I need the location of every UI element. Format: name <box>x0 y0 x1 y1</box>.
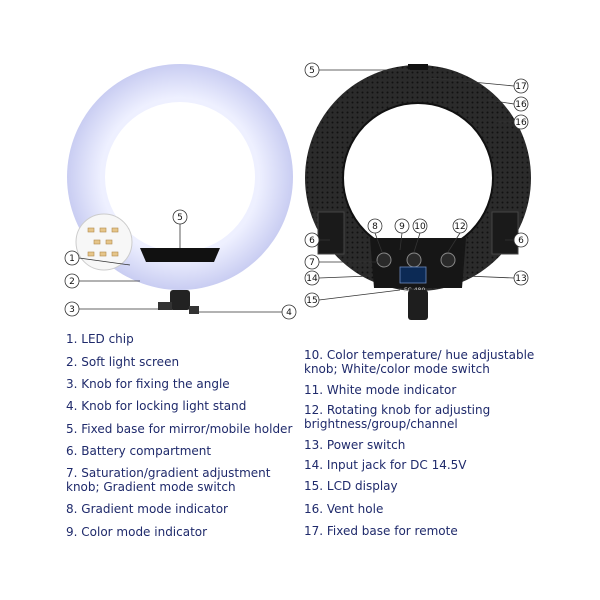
legend-item-1: 1. LED chip <box>66 332 134 346</box>
legend-right: 10. Color temperature/ hue adjustable kn… <box>304 348 536 548</box>
svg-text:13: 13 <box>515 274 526 284</box>
back-stand-mount <box>408 290 428 320</box>
callout-2: 2 <box>64 273 80 289</box>
front-ring-light <box>67 64 293 314</box>
svg-text:8: 8 <box>372 222 378 232</box>
svg-text:3: 3 <box>69 305 75 315</box>
svg-text:16: 16 <box>515 100 527 110</box>
svg-text:2: 2 <box>69 277 75 287</box>
svg-text:4: 4 <box>286 308 292 318</box>
battery-compartment-left <box>317 211 345 255</box>
mirror-mount-base <box>140 248 220 262</box>
legend-item-10: 10. Color temperature/ hue adjustable kn… <box>304 348 535 376</box>
legend-item-2: 2. Soft light screen <box>66 355 180 369</box>
legend-item-15: 15. LCD display <box>304 479 398 493</box>
legend-item-13: 13. Power switch <box>304 438 406 452</box>
svg-text:17: 17 <box>515 82 526 92</box>
legend-item-5: 5. Fixed base for mirror/mobile holder <box>66 422 293 436</box>
callout-6-right: 6 <box>513 232 529 248</box>
remote-base <box>408 64 428 70</box>
legend-item-3: 3. Knob for fixing the angle <box>66 377 230 391</box>
callout-1: 1 <box>64 250 80 266</box>
svg-text:14: 14 <box>306 274 318 284</box>
legend-item-9: 9. Color mode indicator <box>66 525 208 539</box>
legend-item-14: 14. Input jack for DC 14.5V <box>304 458 467 472</box>
svg-text:16: 16 <box>515 118 527 128</box>
legend-item-16: 16. Vent hole <box>304 502 384 516</box>
callout-5-front: 5 <box>172 209 188 225</box>
lock-knob <box>189 306 199 314</box>
callout-10: 10 <box>412 218 428 234</box>
angle-knob <box>158 302 172 310</box>
legend-item-11: 11. White mode indicator <box>304 383 457 397</box>
callout-16-top: 16 <box>513 96 529 112</box>
svg-text:15: 15 <box>306 296 317 306</box>
svg-text:10: 10 <box>414 222 426 232</box>
light-stand-mount <box>170 290 190 310</box>
callout-16-bottom: 16 <box>513 114 529 130</box>
callout-9: 9 <box>394 218 410 234</box>
svg-text:9: 9 <box>399 222 405 232</box>
svg-text:5: 5 <box>309 66 315 76</box>
svg-text:12: 12 <box>454 222 465 232</box>
ring-opening <box>105 102 255 252</box>
legend-left: 1. LED chip 2. Soft light screen 3. Knob… <box>66 330 302 550</box>
legend-item-7: 7. Saturation/gradient adjustment knob; … <box>66 466 271 494</box>
callout-5-back: 5 <box>304 62 320 78</box>
back-ring-light: FC-480 <box>305 64 531 320</box>
back-ring-opening <box>343 103 493 253</box>
legend-item-6: 6. Battery compartment <box>66 444 212 458</box>
saturation-knob <box>376 252 392 268</box>
svg-text:1: 1 <box>69 254 75 264</box>
callout-14: 14 <box>304 270 320 286</box>
callout-8: 8 <box>367 218 383 234</box>
ring-light-diagram: FC-480 1 2 3 4 5 5 17 16 16 6 6 7 8 9 10… <box>64 62 531 320</box>
legend-item-12: 12. Rotating knob for adjusting brightne… <box>304 403 491 431</box>
callout-17: 17 <box>513 78 529 94</box>
svg-text:5: 5 <box>177 213 183 223</box>
battery-compartment-right <box>491 211 519 255</box>
lcd-display <box>399 266 427 284</box>
legend-item-4: 4. Knob for locking light stand <box>66 399 247 413</box>
legend-item-8: 8. Gradient mode indicator <box>66 502 228 516</box>
legend-item-17: 17. Fixed base for remote <box>304 524 458 538</box>
svg-text:6: 6 <box>309 236 315 246</box>
color-temperature-knob <box>406 252 422 268</box>
svg-text:6: 6 <box>518 236 524 246</box>
brightness-knob <box>440 252 456 268</box>
svg-text:7: 7 <box>309 258 315 268</box>
callout-3: 3 <box>64 301 80 317</box>
callout-12: 12 <box>452 218 468 234</box>
callout-6-left: 6 <box>304 232 320 248</box>
led-chip <box>87 227 119 257</box>
callout-13: 13 <box>513 270 529 286</box>
led-chip-inset <box>75 213 133 271</box>
callout-15: 15 <box>304 292 320 308</box>
callout-7: 7 <box>304 254 320 270</box>
callout-4: 4 <box>281 304 297 320</box>
